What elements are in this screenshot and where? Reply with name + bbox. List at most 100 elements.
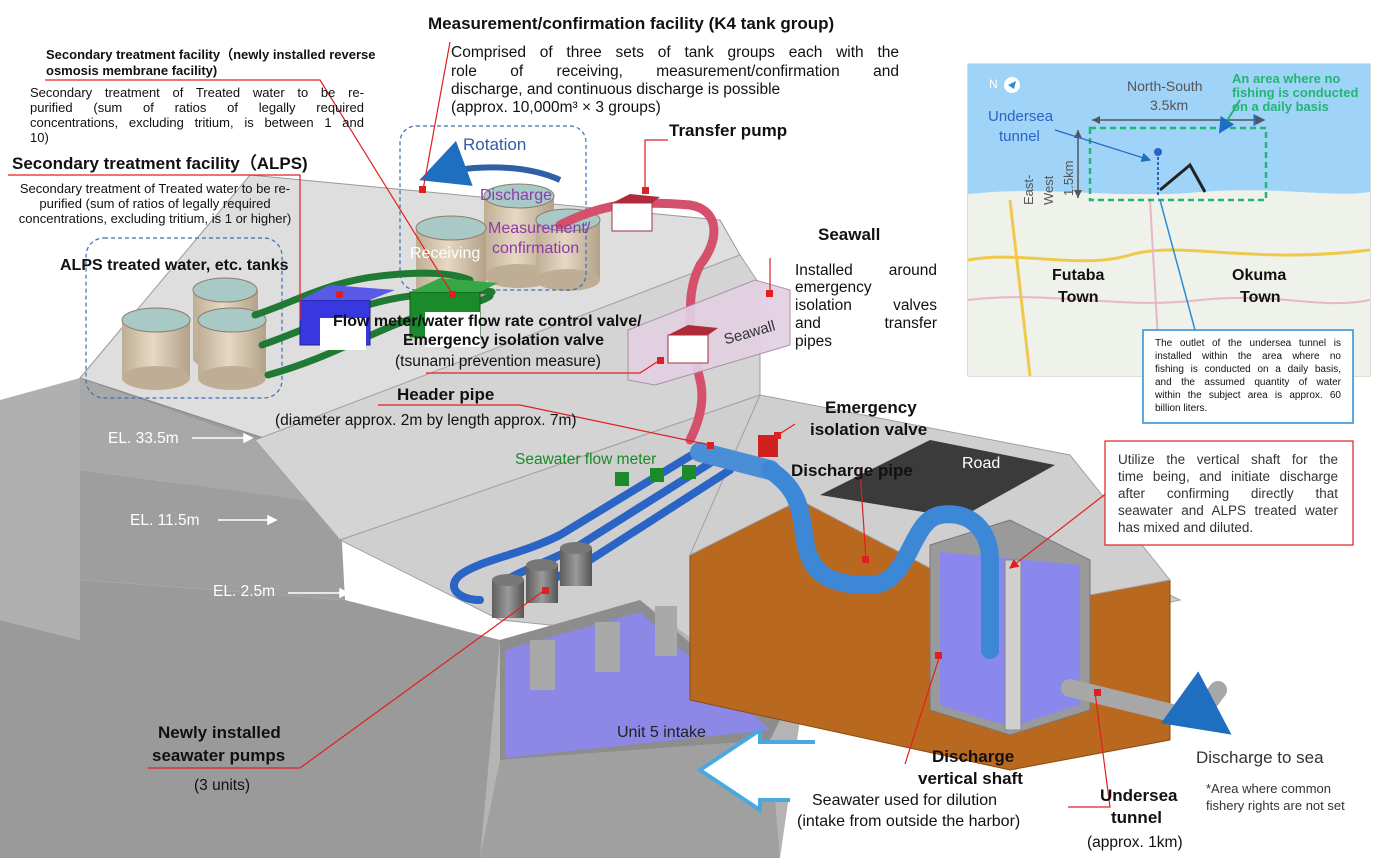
ro-title-1: Secondary treatment facility（newly insta… xyxy=(46,47,376,62)
seawall-desc-1: Installed around xyxy=(795,262,937,279)
seawall-title: Seawall xyxy=(818,225,881,244)
dilution-arrow xyxy=(696,726,815,814)
pumps-label-1: Newly installed xyxy=(158,723,281,742)
el-11-label: EL. 11.5m xyxy=(130,512,200,529)
intake-water xyxy=(505,612,770,758)
k4-desc-1: Comprised of three sets of tank groups e… xyxy=(451,44,899,61)
dilution-label-1: Seawater used for dilution xyxy=(812,792,997,809)
flow-meter-label-2: Emergency isolation valve xyxy=(403,332,604,349)
fishery-note-1: *Area where common xyxy=(1206,781,1331,796)
road-label: Road xyxy=(962,455,1001,472)
map-note-1: The outlet of the undersea tunnel is xyxy=(1155,338,1341,349)
shaft-note-2: time being, and initiate discharge xyxy=(1118,469,1338,484)
k4-desc-4: (approx. 10,000m³ × 3 groups) xyxy=(451,99,661,116)
map-no-fish-1: An area where no xyxy=(1232,71,1341,86)
alps-tanks-label: ALPS treated water, etc. tanks xyxy=(60,257,289,274)
map-ns-label-1: North-South xyxy=(1127,78,1203,94)
fishery-note-2: fishery rights are not set xyxy=(1206,798,1345,813)
shaft-label-2: vertical shaft xyxy=(918,769,1023,788)
map-okuma-2: Town xyxy=(1240,289,1281,306)
seawater-flow-meter-label: Seawater flow meter xyxy=(515,451,657,468)
discharge-arrow xyxy=(1160,671,1232,735)
front-slab xyxy=(0,580,500,858)
emergency-valve-label-1: Emergency xyxy=(825,398,917,417)
shaft-label-1: Discharge xyxy=(932,747,1015,766)
unit5-intake-label: Unit 5 intake xyxy=(617,724,706,741)
flow-meter-label-3: (tsunami prevention measure) xyxy=(395,353,601,370)
ro-desc-3: concentrations, excluding tritium, is be… xyxy=(30,115,364,130)
ro-desc-2: purified (sum of ratios of legally requi… xyxy=(30,100,364,115)
seawall-desc-2: emergency xyxy=(795,279,872,296)
receiving-label: Receiving xyxy=(410,245,481,262)
no-fishing-area xyxy=(1088,126,1268,202)
k4-desc-2: role of receiving, measurement/confirmat… xyxy=(451,63,899,80)
shaft-note-1: Utilize the vertical shaft for the xyxy=(1118,452,1338,467)
map-ew-label-2: West xyxy=(1041,175,1056,205)
cliff-face-1 xyxy=(80,378,340,505)
map-note-box xyxy=(1142,329,1354,424)
alps-desc-1: Secondary treatment of Treated water to … xyxy=(19,181,291,196)
tunnel-label-3: (approx. 1km) xyxy=(1087,834,1183,851)
map-ns-label-2: 3.5km xyxy=(1150,97,1189,113)
emergency-valve-label-2: isolation valve xyxy=(810,420,928,439)
discharge-label: Discharge xyxy=(480,187,553,204)
map-tunnel-label-2: tunnel xyxy=(999,128,1040,145)
map-note-6: billion liters. xyxy=(1155,403,1208,414)
map-okuma-1: Okuma xyxy=(1232,267,1287,284)
tunnel-label-2: tunnel xyxy=(1111,808,1162,827)
map-note-2: installed within the area where no xyxy=(1155,351,1341,362)
el-33-label: EL. 33.5m xyxy=(108,430,179,447)
ro-desc-4: 10) xyxy=(30,130,49,145)
seawall-desc-3: isolation valves xyxy=(795,297,937,314)
map-no-fish-3: on a daily basis xyxy=(1232,99,1329,114)
rotation-arrow xyxy=(419,140,562,186)
header-pipe-desc: (diameter approx. 2m by length approx. 7… xyxy=(275,412,577,429)
discharge-pipe-label: Discharge pipe xyxy=(791,461,913,480)
map-note-3: fishing is conducted on a daily basis, xyxy=(1155,364,1341,375)
map-ew-label-3: 1.5km xyxy=(1061,160,1076,196)
location-map xyxy=(967,63,1371,377)
alps-desc-2: purified (sum of ratios of legally requi… xyxy=(39,196,271,211)
map-no-fish-2: fishing is conducted xyxy=(1232,85,1359,100)
map-futaba-2: Town xyxy=(1058,289,1099,306)
shaft-note-5: has mixed and diluted. xyxy=(1118,520,1254,535)
map-tunnel-label-1: Undersea xyxy=(988,108,1054,125)
measurement-label-2: confirmation xyxy=(492,240,580,257)
map-note-5: within the subject area is approx. 60 xyxy=(1155,390,1341,401)
map-futaba-1: Futaba xyxy=(1052,267,1105,284)
rotation-label: Rotation xyxy=(463,135,527,154)
discharge-to-sea-label: Discharge to sea xyxy=(1196,748,1324,767)
terrace-left-side xyxy=(0,378,80,640)
ro-desc-1: Secondary treatment of Treated water to … xyxy=(30,85,364,100)
dilution-label-2: (intake from outside the harbor) xyxy=(797,813,1021,830)
slope-face xyxy=(80,470,345,600)
seawall-desc-5: pipes xyxy=(795,333,833,350)
transfer-pump-label: Transfer pump xyxy=(669,121,788,140)
tunnel-label-1: Undersea xyxy=(1100,786,1178,805)
shaft-note-box xyxy=(1104,440,1354,546)
road xyxy=(820,440,1055,518)
alps-tanks xyxy=(121,277,267,390)
map-north-label: N xyxy=(989,77,998,91)
header-pipe xyxy=(690,442,780,480)
discharge-pipe xyxy=(761,461,999,659)
seawater-pumps xyxy=(492,542,592,618)
k4-title: Measurement/confirmation facility (K4 ta… xyxy=(428,14,835,33)
pumps-label-2: seawater pumps xyxy=(152,746,286,765)
alps-desc-3: concentrations, excluding tritium, is 1 … xyxy=(18,211,292,226)
k4-tank-area xyxy=(399,125,587,291)
pumps-label-3: (3 units) xyxy=(194,777,250,794)
measurement-label-1: Measurement/ xyxy=(488,220,591,237)
alps-tank-area xyxy=(85,237,283,399)
k4-desc-3: discharge, and continuous discharge is p… xyxy=(451,81,781,98)
map-ew-label-1: East- xyxy=(1021,174,1036,205)
el-2-label: EL. 2.5m xyxy=(213,583,276,600)
transfer-pump-house xyxy=(611,202,653,232)
emergency-valve xyxy=(758,435,778,457)
ro-title-2: osmosis membrane facility) xyxy=(46,63,218,78)
shaft-note-4: seawater and ALPS treated water xyxy=(1118,503,1338,518)
map-note-4: and the assumed quantity of water xyxy=(1155,377,1341,388)
flow-meter-label-1: Flow meter/water flow rate control valve… xyxy=(333,313,642,330)
seawall-desc-4: and transfer xyxy=(795,315,937,332)
